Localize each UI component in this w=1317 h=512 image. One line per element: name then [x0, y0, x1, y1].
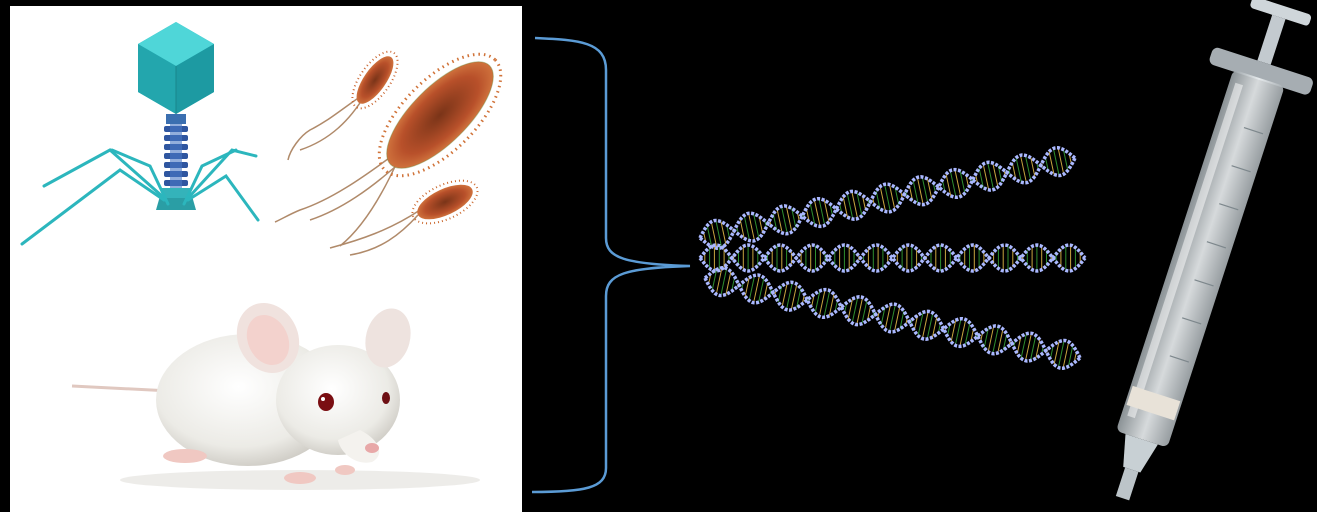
dna-helix [700, 148, 1075, 248]
dna-base-pair [857, 297, 863, 324]
dna-base-pair [1058, 148, 1064, 174]
dna-base-pair [824, 291, 830, 318]
dna-base-pair [819, 199, 825, 226]
dna-base-pair [955, 170, 961, 197]
dna-base-pair [847, 193, 853, 219]
dna-base-pair [726, 272, 731, 295]
dna-base-pair [1016, 158, 1021, 182]
dna-base-pair [880, 187, 885, 212]
dna-base-pair [759, 278, 764, 302]
dna-base-pair [787, 282, 793, 309]
dna-base-pair [814, 200, 820, 227]
dna-base-pair [852, 297, 858, 323]
dna-base-pair [917, 177, 923, 204]
dna-helix [700, 245, 1085, 271]
dna-helices [700, 148, 1085, 368]
dna-base-pair [791, 284, 797, 310]
dna-base-pair [890, 304, 896, 331]
dna-base-pair [754, 275, 760, 302]
dna-base-pair [786, 206, 792, 232]
dna-base-pair [1026, 333, 1032, 360]
dna-base-pair [721, 269, 727, 296]
dna-base-pair [918, 312, 923, 335]
dna-base-pair [993, 326, 999, 353]
dna-base-pair [749, 213, 755, 240]
dna-base-pair [922, 177, 928, 203]
dna-helix [705, 268, 1080, 368]
dna-base-pair [983, 164, 989, 190]
dna-base-pair [913, 180, 918, 203]
dna-base-pair [754, 214, 759, 238]
dna-base-pair [960, 320, 966, 347]
dna-base-pair [988, 162, 994, 189]
dna-base-pair [890, 185, 895, 210]
dna-base-pair [895, 307, 900, 332]
dna-base-pair [862, 300, 867, 323]
dna-base-pair [922, 311, 928, 338]
dna-base-pair [782, 206, 788, 233]
dna-base-pair [1021, 155, 1027, 182]
dna-base-pair [857, 192, 862, 215]
dna-base-pair [819, 290, 825, 317]
dna-base-pair [993, 163, 998, 187]
dna-base-pair [1054, 342, 1059, 365]
dna-base-pair [721, 222, 726, 245]
syringe-icon [1072, 0, 1317, 512]
grouping-bracket [532, 38, 690, 492]
dna-base-pair [927, 313, 933, 339]
dna-base-pair [1021, 334, 1026, 358]
dna-base-pair [988, 326, 994, 352]
dna-base-pair [1058, 341, 1064, 368]
dna-base-pair [950, 171, 956, 198]
dna-base-pair [1063, 342, 1069, 368]
dna-base-pair [955, 319, 961, 346]
dna-base-pair [1053, 149, 1059, 176]
dna-base-pair [998, 329, 1003, 353]
dna-base-pair [716, 221, 722, 248]
dna-base-pair [852, 191, 858, 218]
dna-base-pair [1049, 152, 1054, 175]
dna-base-pair [885, 184, 891, 211]
dna-base-pair [885, 305, 890, 330]
